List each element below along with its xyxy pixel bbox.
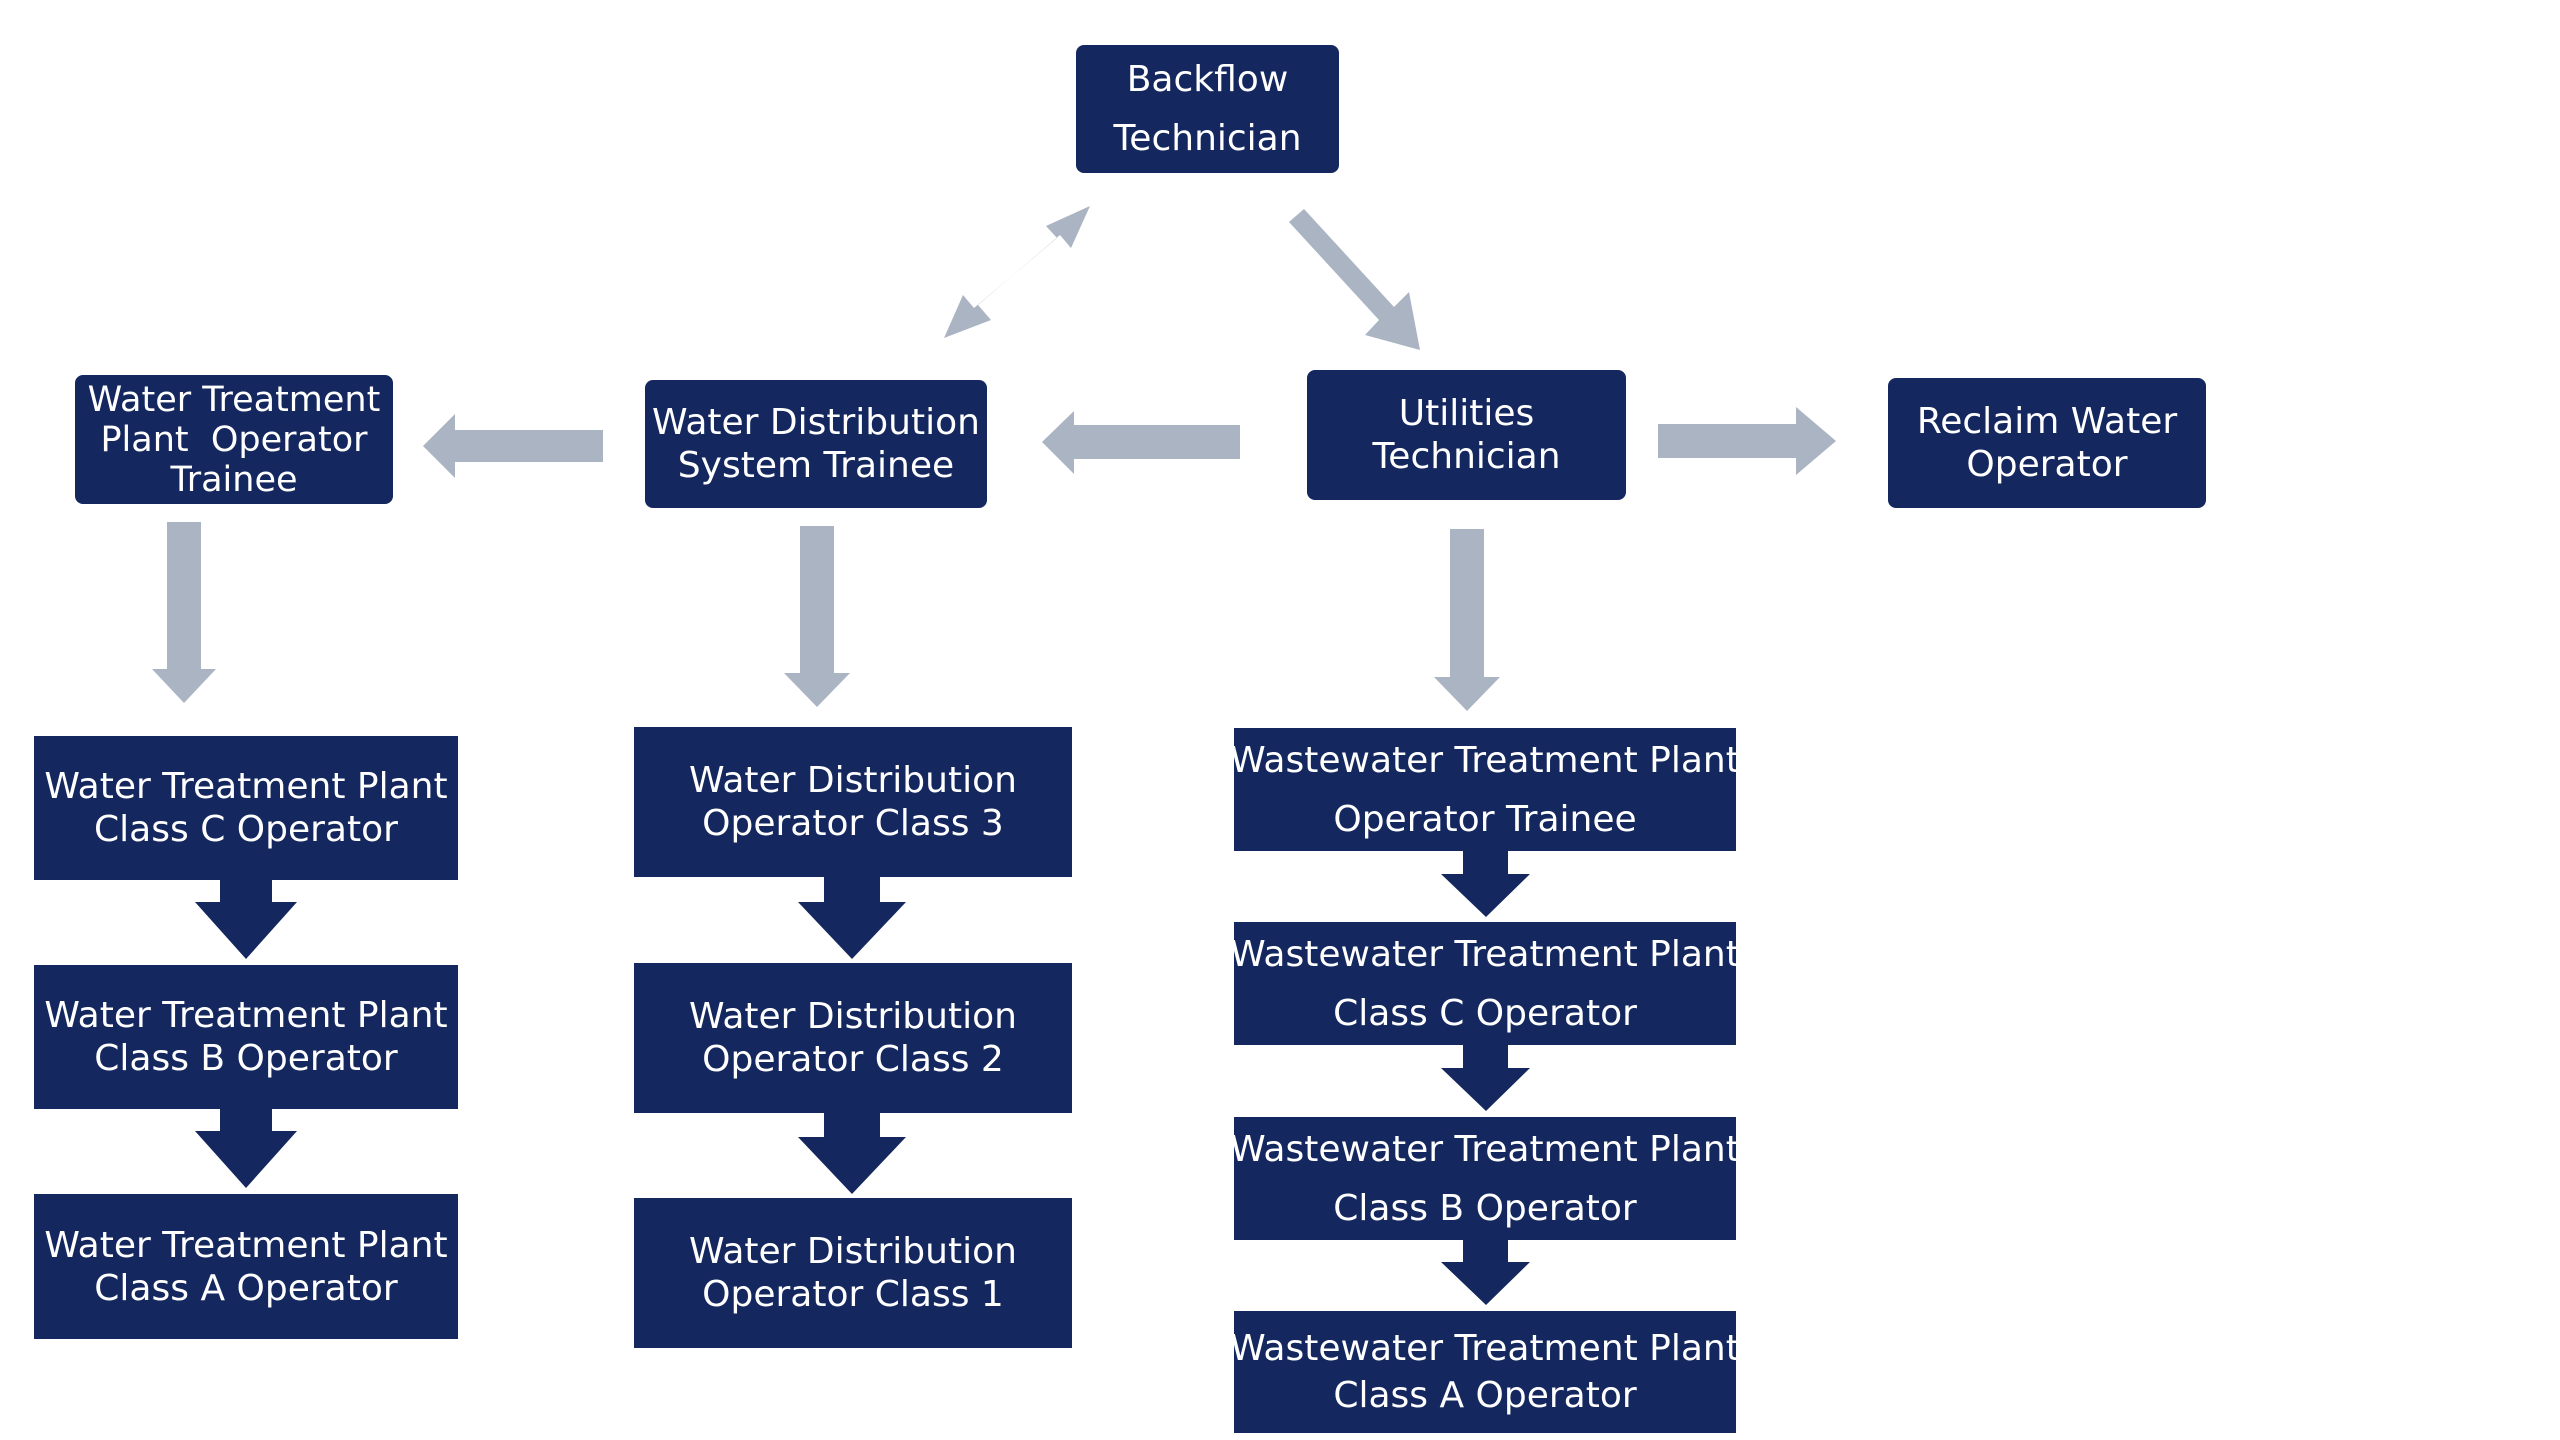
node-label-line: Wastewater Treatment Plant: [1230, 1128, 1740, 1170]
node-label-line: Class B Operator: [94, 1038, 398, 1079]
node-label-line: Water Treatment Plant: [44, 766, 448, 807]
node-label-line: Class C Operator: [94, 809, 398, 850]
node-wtp-class-c-operator: Water Treatment Plant Class C Operator: [34, 736, 458, 880]
node-label-line: Backflow: [1126, 59, 1289, 100]
node-label-line: Trainee: [170, 459, 298, 500]
node-ww-class-c-operator: Wastewater Treatment Plant Class C Opera…: [1230, 922, 1740, 1045]
arrow-wd-trainee-down: [784, 526, 850, 707]
node-ww-class-a-operator: Wastewater Treatment Plant Class A Opera…: [1230, 1311, 1740, 1433]
step-arrow-wd-3-2: [798, 875, 906, 959]
node-label-line: Operator Trainee: [1333, 798, 1637, 840]
step-arrow-ww-b-a: [1441, 1238, 1530, 1305]
node-ww-class-b-operator: Wastewater Treatment Plant Class B Opera…: [1230, 1117, 1740, 1240]
arrow-wtp-trainee-down: [152, 522, 216, 703]
node-label-line: Technician: [1113, 118, 1302, 159]
step-arrow-wd-2-1: [798, 1110, 906, 1194]
arrow-utilities-down: [1434, 529, 1500, 711]
node-label-line: Class A Operator: [94, 1267, 398, 1309]
node-label-line: Water Treatment Plant: [44, 995, 448, 1036]
arrow-wd-trainee-to-wtp-trainee: [423, 414, 603, 478]
node-water-treatment-plant-operator-trainee: Water Treatment Plant Operator Trainee: [75, 375, 393, 504]
node-label-line: Wastewater Treatment Plant: [1230, 1328, 1740, 1369]
node-utilities-technician: Utilities Technician: [1307, 370, 1626, 500]
node-label-line: Operator Class 2: [702, 1039, 1004, 1080]
arrow-utilities-to-reclaim: [1658, 407, 1836, 475]
node-label-line: Wastewater Treatment Plant: [1230, 933, 1740, 975]
node-wd-operator-class-3: Water Distribution Operator Class 3: [634, 727, 1072, 877]
node-label-line: Water Distribution: [689, 760, 1017, 801]
node-label-line: Water Distribution: [652, 402, 980, 443]
step-arrow-wtp-b-a: [195, 1105, 297, 1188]
arrow-backflow-wd-trainee: [944, 206, 1090, 338]
node-label-line: Water Distribution: [689, 996, 1017, 1037]
node-label-line: Water Treatment Plant: [44, 1224, 448, 1266]
node-backflow-technician: Backflow Technician: [1076, 45, 1339, 173]
node-reclaim-water-operator: Reclaim Water Operator: [1888, 378, 2206, 508]
step-arrow-ww-trainee-c: [1441, 850, 1530, 917]
node-label-line: System Trainee: [677, 445, 955, 486]
node-label-line: Operator Class 3: [702, 803, 1004, 844]
node-label-line: Class A Operator: [1333, 1375, 1637, 1416]
arrow-backflow-to-utilities: [1289, 209, 1420, 350]
node-label-line: Water Distribution: [689, 1231, 1017, 1272]
step-arrow-ww-c-b: [1441, 1044, 1530, 1111]
node-ww-operator-trainee: Wastewater Treatment Plant Operator Trai…: [1230, 728, 1740, 851]
node-wd-operator-class-1: Water Distribution Operator Class 1: [634, 1198, 1072, 1348]
node-label-line: Plant Operator: [100, 419, 368, 460]
arrow-utilities-to-wd-trainee: [1042, 411, 1240, 474]
node-wtp-class-a-operator: Water Treatment Plant Class A Operator: [34, 1194, 458, 1339]
step-arrow-wtp-c-b: [195, 876, 297, 959]
node-label-line: Class C Operator: [1333, 992, 1637, 1034]
node-label-line: Operator Class 1: [702, 1274, 1004, 1315]
node-water-distribution-system-trainee: Water Distribution System Trainee: [645, 380, 987, 508]
node-wd-operator-class-2: Water Distribution Operator Class 2: [634, 963, 1072, 1113]
node-label-line: Water Treatment: [87, 379, 381, 420]
node-label-line: Class B Operator: [1333, 1187, 1637, 1229]
node-label-line: Utilities: [1398, 393, 1535, 434]
node-label-line: Operator: [1966, 444, 2128, 485]
node-wtp-class-b-operator: Water Treatment Plant Class B Operator: [34, 965, 458, 1109]
node-label-line: Technician: [1372, 436, 1561, 477]
node-label-line: Wastewater Treatment Plant: [1230, 739, 1740, 781]
node-label-line: Reclaim Water: [1916, 401, 2178, 442]
